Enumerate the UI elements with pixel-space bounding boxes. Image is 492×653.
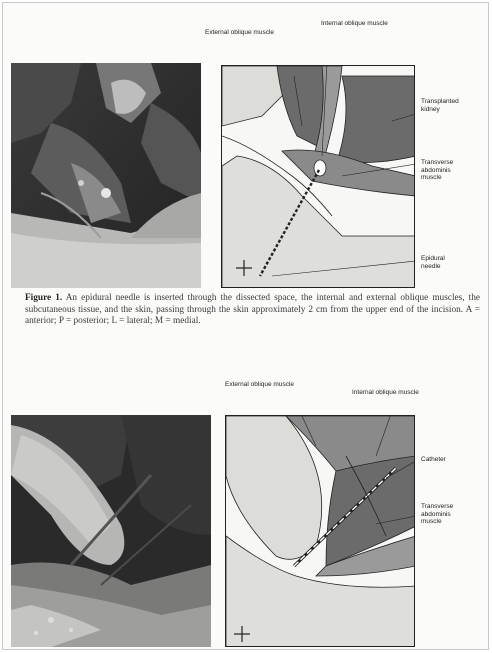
label-transplanted-kidney: Transplanted kidney <box>421 98 459 113</box>
label-catheter: Catheter <box>421 456 446 464</box>
caption-text: An epidural needle is inserted through t… <box>25 293 480 326</box>
surgical-photo-2 <box>11 415 211 647</box>
anatomy-diagram-1 <box>221 65 415 288</box>
label-external-oblique-1: External oblique muscle <box>205 29 274 37</box>
anatomy-diagram-2 <box>225 415 415 647</box>
label-internal-oblique-2: Internal oblique muscle <box>352 389 419 397</box>
surgical-photo-1 <box>11 63 201 288</box>
label-epidural-needle: Epidural needle <box>421 255 445 270</box>
label-external-oblique-2: External oblique muscle <box>225 381 294 389</box>
caption-figure-label: Figure 1. <box>25 293 62 303</box>
label-transverse-abdominis-1: Transverse abdominis muscle <box>421 159 453 182</box>
label-internal-oblique-1: Internal oblique muscle <box>321 20 388 28</box>
label-transverse-abdominis-2: Transverse abdominis muscle <box>421 503 453 526</box>
figure-1-caption: Figure 1. An epidural needle is inserted… <box>25 293 480 328</box>
